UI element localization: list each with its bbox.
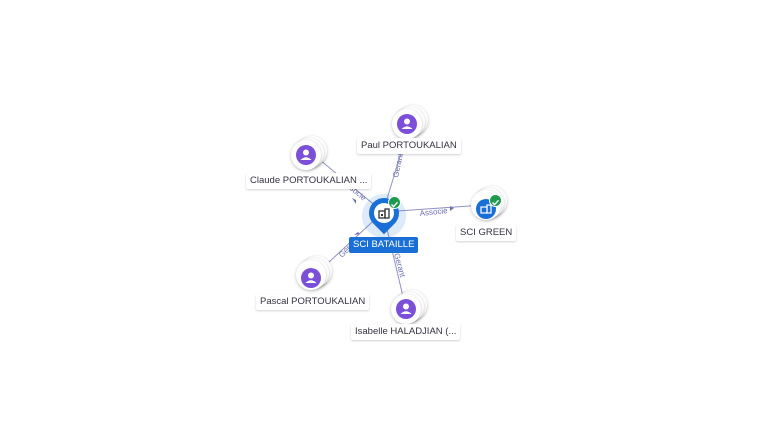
- edge-label-isabelle: Gerant: [392, 252, 407, 279]
- person-label-paul[interactable]: Paul PORTOUKALIAN: [357, 138, 461, 154]
- person-label-isabelle[interactable]: Isabelle HALADJIAN (...: [351, 324, 461, 340]
- person-node-paul[interactable]: [392, 105, 432, 141]
- person-icon: [397, 114, 417, 134]
- company-label-green[interactable]: SCI GREEN: [456, 225, 517, 241]
- edge-label-paul: Gerant: [391, 152, 405, 179]
- verified-check-icon: [388, 196, 401, 209]
- person-node-claude[interactable]: [291, 136, 331, 172]
- edge-green: [382, 204, 485, 213]
- person-icon: [396, 299, 416, 319]
- center-node[interactable]: [362, 191, 406, 238]
- person-icon: [301, 268, 321, 288]
- person-icon: [296, 145, 316, 165]
- person-node-pascal[interactable]: [296, 256, 336, 292]
- edge-label-green: Associé: [419, 206, 448, 218]
- arrow-head-claude: [352, 198, 356, 204]
- arrow-head-green: [450, 206, 454, 211]
- arrow-head-pascal: [354, 232, 360, 235]
- center-node-label[interactable]: SCI BATAILLE: [349, 237, 419, 253]
- person-node-isabelle[interactable]: [391, 290, 431, 326]
- building-icon: [378, 208, 390, 219]
- person-label-claude[interactable]: Claude PORTOUKALIAN ...: [246, 173, 372, 189]
- company-node-green[interactable]: [471, 186, 511, 222]
- verified-check-icon: [489, 194, 502, 207]
- person-label-pascal[interactable]: Pascal PORTOUKALIAN: [256, 294, 370, 310]
